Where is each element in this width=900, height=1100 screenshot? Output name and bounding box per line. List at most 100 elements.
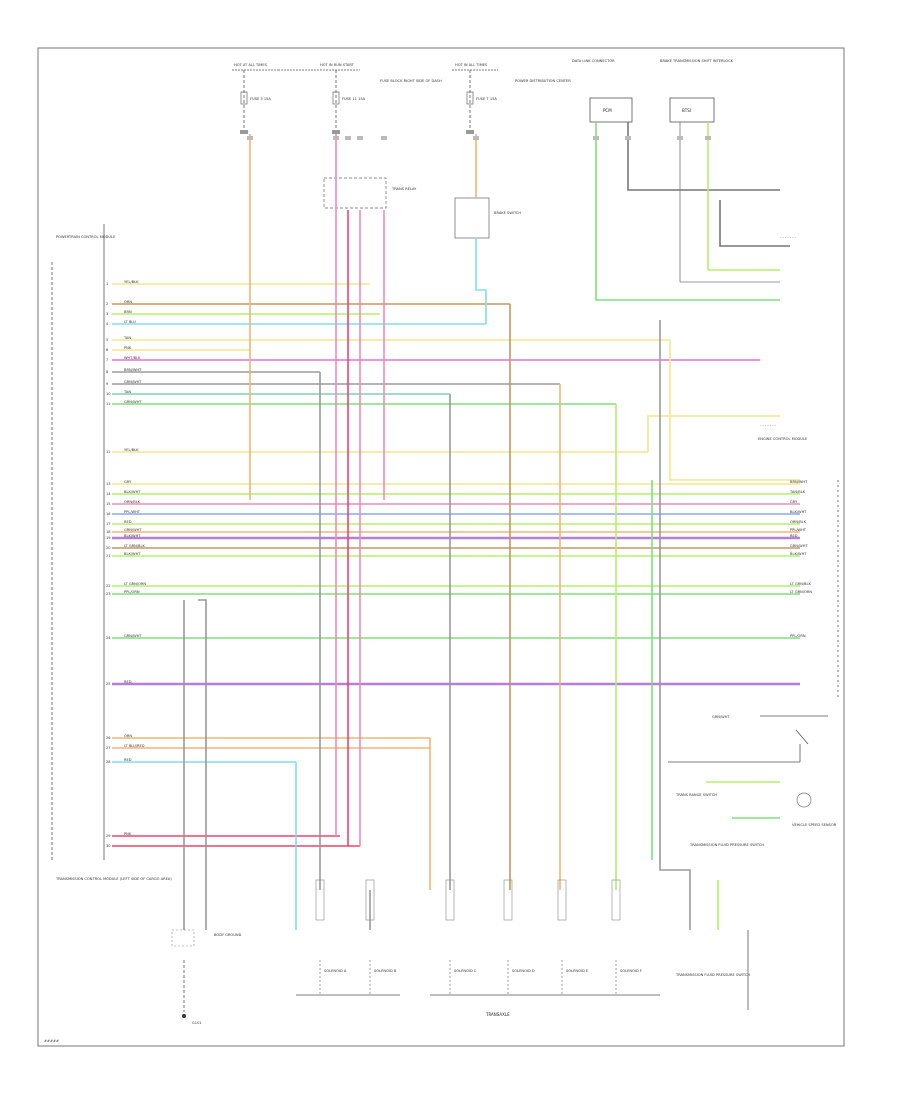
pin-number-20: 21 xyxy=(106,554,111,558)
right-wire-label-6: RED xyxy=(790,534,798,538)
right-wire-label-11: PPL/ORN xyxy=(790,634,806,638)
wire-label-9: TAN xyxy=(123,390,131,394)
connector-pin-7 xyxy=(625,136,631,140)
wire-label-8: GRN/WHT xyxy=(124,380,142,384)
pin-number-24: 25 xyxy=(106,682,111,686)
pin-number-6: 7 xyxy=(106,358,108,362)
dlc-label: PCM xyxy=(603,108,612,113)
wire-label-28: PNK xyxy=(124,832,132,836)
corner-label: ##### xyxy=(44,1039,59,1043)
connector-pin-1 xyxy=(333,136,339,140)
pin-number-5: 6 xyxy=(106,348,109,352)
fuse-2-label: FUSE 11 15A xyxy=(342,97,366,101)
pin-number-26: 27 xyxy=(106,746,111,750)
wire-label-15: PPL/WHT xyxy=(124,510,141,514)
solenoid-4: SOLENOID E xyxy=(557,879,589,995)
solenoid-0: SOLENOID A xyxy=(315,879,347,995)
ground-symbol: G101 BODY GROUND xyxy=(171,929,242,1025)
pin-number-15: 16 xyxy=(106,512,111,516)
wire-label-27: RED xyxy=(124,758,132,762)
wire-dlc-gray xyxy=(627,122,780,191)
wire-label-0: YEL/BLK xyxy=(124,280,139,284)
right-label-group: BRN/WHTTAN/BLKGRYBLK/WHTORN/BLKPPL/WHTRE… xyxy=(789,480,812,638)
pin-number-12: 13 xyxy=(106,482,111,486)
btsi-component: BRAKE TRANSMISSION SHIFT INTERLOCK BTSI xyxy=(660,59,734,123)
pressure-switch-label: TRANSMISSION FLUID PRESSURE SWITCH xyxy=(689,843,764,847)
wire-yellow-right xyxy=(669,340,800,481)
wire-label-26: LT BLU/RED xyxy=(124,744,145,748)
fuse-3-header: HOT IN ALL TIMES xyxy=(455,63,488,67)
right-wire-label-9: LT GRN/BLK xyxy=(790,582,811,586)
pin-number-23: 24 xyxy=(106,636,111,640)
brake-switch-title: BRAKE SWITCH xyxy=(494,211,521,215)
connector-pin-4 xyxy=(381,136,387,140)
pin-number-21: 22 xyxy=(106,584,111,588)
wire-label-6: WHT/BLK xyxy=(124,356,141,360)
wire-label-16: RED xyxy=(124,520,132,524)
solenoid-1: SOLENOID B xyxy=(365,879,397,995)
wire-gray-right xyxy=(659,320,691,930)
wire-label-23: GRN/WHT xyxy=(124,634,142,638)
pin-number-13: 14 xyxy=(106,492,111,496)
right-wire-label-0: BRN/WHT xyxy=(790,480,808,484)
wire-label-25: ORN xyxy=(124,734,132,738)
ground-label: G101 xyxy=(192,1021,202,1025)
left-module-top-label: POWERTRAIN CONTROL MODULE xyxy=(56,235,116,239)
left-module-bottom-label: TRANSMISSION CONTROL MODULE (LEFT SIDE O… xyxy=(55,877,172,881)
wire-label-10: GRN/WHT xyxy=(124,400,142,404)
wire-label-22: PPL/ORN xyxy=(124,590,140,594)
wire-label-13: BLK/WHT xyxy=(124,490,141,494)
wire-label-1: ORN xyxy=(124,300,132,304)
pin-number-18: 19 xyxy=(106,536,111,540)
wire-yellow-ecm xyxy=(647,415,780,452)
wire-btsi-black xyxy=(719,200,790,247)
pin-number-3: 4 xyxy=(106,322,109,326)
right-wire-label-1: TAN/BLK xyxy=(789,490,806,494)
wire-ground-2 xyxy=(198,599,207,930)
pin-number-7: 8 xyxy=(106,370,109,374)
solenoid-label-3: SOLENOID D xyxy=(512,969,535,973)
right-wire-label-8: BLK/WHT xyxy=(790,552,807,556)
wire-label-12: GRY xyxy=(124,480,132,484)
wire-label-14: ORN/BLK xyxy=(124,500,141,504)
pin-number-9: 10 xyxy=(106,392,111,396)
pin-number-2: 3 xyxy=(106,312,108,316)
vss-icon xyxy=(796,792,812,808)
pin-number-1: 2 xyxy=(106,302,108,306)
pin-number-29: 30 xyxy=(106,844,111,848)
fuse-3-label: FUSE 7 15A xyxy=(476,97,497,101)
wire-label-19: LT GRN/BLK xyxy=(124,544,145,548)
right-module-label: ENGINE CONTROL MODULE xyxy=(758,437,808,441)
wire-label-5: PNK xyxy=(124,346,132,350)
wire-brake-cyan xyxy=(475,238,487,324)
btsi-label: BTSI xyxy=(682,108,691,113)
wire-label-2: BRN xyxy=(124,310,132,314)
wire-label-20: BLK/WHT xyxy=(124,552,141,556)
connector-pin-0 xyxy=(247,136,253,140)
connector-pin-3 xyxy=(357,136,363,140)
right-wire-label-7: GRN/WHT xyxy=(790,544,808,548)
solenoid-label-0: SOLENOID A xyxy=(324,969,347,973)
solenoid-5: SOLENOID F xyxy=(611,879,642,995)
wire-label-18: BLK/WHT xyxy=(124,534,141,538)
pin-number-25: 26 xyxy=(106,736,111,740)
solenoid-2: SOLENOID C xyxy=(445,879,477,995)
right-wire-label-3: BLK/WHT xyxy=(790,510,807,514)
pin-number-22: 23 xyxy=(106,592,111,596)
solenoid-3: SOLENOID D xyxy=(503,879,535,995)
wire-label-7: BRN/WHT xyxy=(124,368,142,372)
lower-right-components: GRN/WHT VEHICLE SPEED SENSOR TRANS RANGE… xyxy=(668,715,837,1010)
wire-label-4: TAN xyxy=(123,336,131,340)
right-wire-label-10: LT GRN/ORN xyxy=(790,590,812,594)
diagram-border xyxy=(37,47,845,1047)
pin-number-4: 5 xyxy=(106,338,108,342)
fuse-2-note: FUSE BLOCK RIGHT SIDE OF DASH xyxy=(380,79,442,83)
connector-pin-8 xyxy=(677,136,683,140)
right-wire-label-4: ORN/BLK xyxy=(790,520,807,524)
pin-number-10: 11 xyxy=(106,402,111,406)
pin-number-0: 1 xyxy=(106,282,108,286)
pin-number-19: 20 xyxy=(106,546,111,550)
wire-label-21: LT GRN/ORN xyxy=(124,582,146,586)
right-top-dashed: - - - - - - - xyxy=(780,235,797,239)
